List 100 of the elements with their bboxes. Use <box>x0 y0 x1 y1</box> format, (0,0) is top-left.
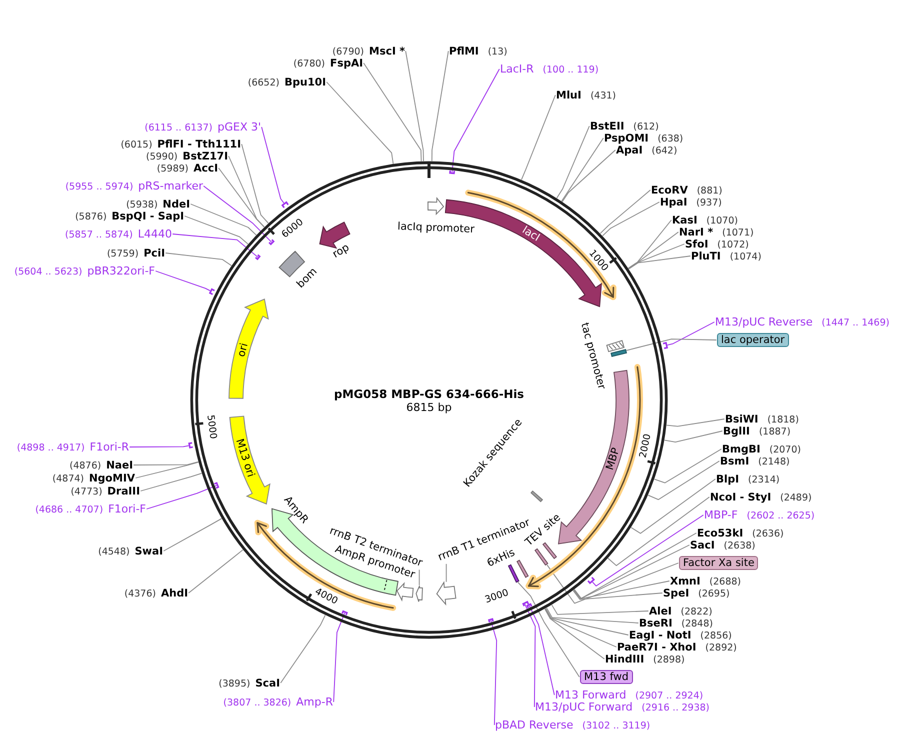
restriction-site-label: (6652) Bpu10I <box>248 74 326 90</box>
restriction-site-label: HpaI (937) <box>660 194 722 210</box>
leader-line <box>261 126 284 204</box>
restriction-site-label: PspOMI (638) <box>604 130 684 146</box>
leader-line <box>524 604 536 708</box>
plasmid-name: pMG058 MBP-GS 634-666-His <box>334 388 524 400</box>
restriction-site-label: (5759) PciI <box>106 246 165 260</box>
leader-line <box>528 605 555 696</box>
leader-line <box>544 608 617 648</box>
primer-label: pBAD Reverse (3102 .. 3119) <box>495 718 650 732</box>
feature-tag: M13 fwd <box>580 670 633 684</box>
leader-line <box>446 563 447 582</box>
restriction-site-label: SacI (2638) <box>690 538 756 552</box>
feature-label: lacIq promoter <box>397 220 475 236</box>
leader-line <box>163 518 222 552</box>
leader-line <box>592 514 704 586</box>
primer-label: (4898 .. 4917) F1ori-R <box>16 440 129 454</box>
restriction-site-label: (6015) PflFI - Tth111I <box>120 136 241 152</box>
leader-line <box>667 322 715 346</box>
restriction-site-label: (3895) ScaI <box>218 676 280 690</box>
feature-label: M13 ori <box>233 438 257 479</box>
leader-line <box>544 608 605 660</box>
leader-line <box>165 252 232 266</box>
restriction-site-label: PluTI (1074) <box>691 248 762 264</box>
primer-label: (5955 .. 5974) pRS-marker <box>65 178 203 194</box>
primer-label: (6115 .. 6137) pGEX 3' <box>144 120 261 134</box>
restriction-site-label: BseRI (2848) <box>639 616 713 630</box>
leader-line <box>241 144 269 224</box>
restriction-site-label: (4773) DraIII <box>70 484 140 498</box>
primer-site-mark <box>342 610 348 616</box>
feature-label: 6xHis <box>485 546 517 570</box>
primer-label: (5857 .. 5874) L4440 <box>65 226 172 242</box>
restriction-site-label: (5876) BspQI - SapI <box>75 208 184 224</box>
restriction-site-label: SfoI (1072) <box>685 236 749 252</box>
primer-label: (3807 .. 3826) Amp-R <box>223 694 333 710</box>
leader-line <box>628 220 672 269</box>
leader-line <box>517 582 580 678</box>
leader-line <box>155 270 211 292</box>
primer-site-mark <box>209 288 215 296</box>
primer-site-mark <box>587 576 595 584</box>
primer-site-mark <box>522 601 530 606</box>
restriction-site-label: (4548) SwaI <box>98 544 163 558</box>
primer-site-mark <box>449 170 456 174</box>
leader-line <box>333 612 346 702</box>
leader-line <box>628 232 679 269</box>
restriction-site-label: BsiWI (1818) <box>725 412 799 426</box>
restriction-site-label: (4376) AhdI <box>124 586 188 600</box>
primer-site-mark <box>488 618 494 623</box>
leader-line <box>556 126 590 199</box>
feature-label: lacI <box>520 224 542 244</box>
restriction-site-label: AleI (2822) <box>649 604 712 618</box>
restriction-site-label: SpeI (2695) <box>663 586 730 600</box>
restriction-site-label: KasI (1070) <box>672 212 738 228</box>
primer-label: M13/pUC Reverse (1447 .. 1469) <box>715 314 890 330</box>
restriction-site-label: BlpI (2314) <box>716 472 780 486</box>
leader-line <box>188 549 244 594</box>
terminator-block <box>436 582 456 605</box>
leader-line <box>228 156 265 228</box>
leader-line <box>572 590 663 600</box>
leader-line <box>521 94 556 180</box>
restriction-site-label: ApaI (642) <box>616 142 678 158</box>
scale-label: 4000 <box>313 586 340 607</box>
primer-site-mark <box>526 603 532 608</box>
leader-line <box>129 445 190 448</box>
primer-site-mark <box>255 254 260 260</box>
scale-label: 2000 <box>638 433 654 460</box>
restriction-site-label: (4876) NaeI <box>70 458 133 472</box>
restriction-site-label: BglII (1887) <box>723 424 791 438</box>
leader-line <box>546 562 679 604</box>
leader-line <box>133 461 199 466</box>
leader-line <box>545 608 629 636</box>
leader-line <box>666 418 725 427</box>
primer-label: M13 Forward (2907 .. 2924) <box>555 688 704 702</box>
feature-label: ori <box>235 342 250 358</box>
restriction-site-label: PaeR7I - XhoI (2892) <box>617 640 737 654</box>
restriction-site-label: EcoRV (881) <box>651 182 722 198</box>
feature-label: MBP <box>604 446 623 472</box>
leader-line <box>648 460 720 500</box>
restriction-site-label: PflMI (13) <box>449 44 508 58</box>
leader-line <box>602 202 660 236</box>
leader-line <box>628 256 691 270</box>
leader-line <box>546 607 639 624</box>
site-mark <box>534 548 548 566</box>
primer-site-mark <box>282 201 289 208</box>
leader-line <box>452 68 500 173</box>
primer-site-mark <box>214 482 220 489</box>
leader-line <box>630 478 716 534</box>
primer-label: MBP-F (2602 .. 2625) <box>704 508 815 522</box>
restriction-site-label: BmgBI (2070) <box>722 442 801 456</box>
feature-tag: lac operator <box>717 333 789 347</box>
restriction-site-label: Eco53kI (2636) <box>697 526 784 540</box>
leader-line <box>574 532 697 599</box>
restriction-site-label: (5989) AccI <box>156 160 218 176</box>
plasmid-length: 6815 bp <box>406 402 452 414</box>
leader-line <box>140 472 202 492</box>
leader-line <box>628 244 685 270</box>
leader-line <box>574 544 690 600</box>
leader-line <box>184 216 248 244</box>
scale-label: 5000 <box>204 414 218 440</box>
primer-label: (4686 .. 4707) F1ori-F <box>35 502 146 516</box>
